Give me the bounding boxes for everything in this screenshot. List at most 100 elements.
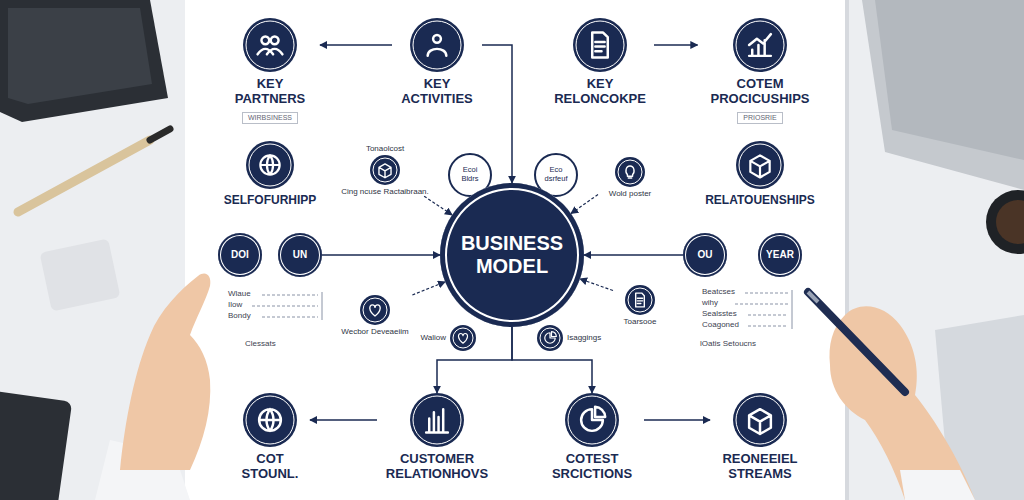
node-label: Waliow — [421, 333, 446, 342]
bulb-icon — [615, 157, 645, 187]
small-icon-node: TonaolcostCing ncuse Ractaibraan. — [333, 144, 437, 196]
box-icon — [379, 164, 391, 178]
list-rules — [792, 290, 793, 329]
node-label: Toarsooe — [624, 317, 657, 326]
pie-icon — [540, 328, 560, 348]
connector-arrow — [412, 282, 445, 295]
laptop-top-right — [862, 0, 1024, 190]
globe-icon — [246, 141, 294, 189]
heart-icon — [458, 334, 467, 344]
globe-icon — [246, 141, 294, 189]
node-label: Ecoi Bldrs — [454, 166, 486, 183]
globe-icon — [243, 393, 297, 447]
list-rules — [748, 326, 788, 327]
globe-icon — [260, 155, 279, 174]
node-sublabel: PRIOSRIE — [737, 112, 782, 124]
laptop-top-right — [875, 0, 1024, 160]
globe-icon — [259, 409, 281, 431]
connector-arrow — [310, 419, 377, 421]
box-icon — [749, 409, 771, 434]
doc-icon — [636, 293, 645, 307]
list-note: Bondy — [228, 312, 251, 321]
card-left — [40, 238, 121, 311]
bulb-icon — [618, 160, 642, 184]
bars-icon — [426, 409, 448, 432]
paper-sheet — [185, 0, 849, 500]
pie-icon — [581, 407, 605, 431]
pie-icon — [537, 325, 563, 351]
person-icon — [410, 18, 464, 72]
heart-icon — [370, 305, 380, 316]
laptop-top-right — [862, 0, 1024, 190]
node-label: REONEEIEL STREAMS — [713, 452, 808, 482]
box-icon — [373, 158, 397, 182]
list-rules — [262, 317, 318, 318]
connector-arrow — [571, 195, 598, 214]
right-hand — [808, 292, 818, 302]
node-label: Wold poster — [609, 189, 652, 198]
pill-tag: UN — [278, 233, 322, 277]
node-label: YEAR — [766, 249, 794, 261]
heart-icon — [360, 295, 390, 325]
people-icon — [246, 21, 294, 69]
connectors — [310, 45, 710, 420]
list-rules — [745, 293, 788, 294]
doc-icon — [625, 285, 655, 315]
node-label: KEY RELONCOKPE — [548, 77, 652, 107]
node-label: KEY PARTNERS — [225, 77, 315, 107]
heart-icon — [450, 325, 476, 351]
doc-icon — [576, 21, 624, 69]
node-label: DOI — [231, 249, 249, 261]
list-note: wihy — [702, 299, 718, 308]
tablet-bottom-left — [0, 390, 72, 500]
chart-icon — [749, 34, 771, 56]
heart-icon — [450, 325, 476, 351]
block-heading-node: COTEST SRCICTIONS — [540, 393, 644, 482]
globe-icon — [246, 396, 294, 444]
node-sublabel: WIRBSINESS — [242, 112, 298, 124]
node-label: UN — [293, 249, 307, 261]
tablet-bottom-left — [0, 390, 72, 500]
heart-icon — [360, 295, 390, 325]
person-icon — [428, 35, 447, 56]
heart-icon — [453, 328, 473, 348]
pie-icon — [568, 396, 616, 444]
list-rules — [322, 292, 323, 320]
block-heading-node: COTEM PROCICUSHIPS PRIOSRIE — [698, 18, 823, 124]
pill-tag: OU — [683, 233, 727, 277]
small-icon-node: Waliow — [421, 325, 476, 351]
pie-icon — [565, 393, 619, 447]
globe-icon — [249, 144, 291, 186]
laptop-top-left — [0, 0, 168, 122]
person-icon — [413, 21, 461, 69]
right-hand — [900, 470, 975, 500]
node-label: COTEST SRCICTIONS — [542, 452, 642, 482]
node-label: COTEM PROCICUSHIPS — [701, 77, 819, 107]
doc-icon — [573, 18, 627, 72]
list-note: Beatcses — [702, 288, 735, 297]
bars-icon — [410, 393, 464, 447]
node-label: BUSINESS MODEL — [453, 232, 571, 278]
pen-left — [18, 140, 150, 212]
globe-icon — [243, 393, 297, 447]
people-icon — [243, 18, 297, 72]
card-left — [40, 238, 121, 311]
node-label: KEY ACTIVITIES — [392, 77, 482, 107]
node-label: CUSTOMER RELATIONHOVS — [380, 452, 495, 482]
box-icon — [370, 155, 400, 185]
bulb-icon — [626, 166, 634, 178]
box-icon — [739, 144, 781, 186]
pen-left — [150, 129, 170, 140]
bulb-icon — [615, 157, 645, 187]
small-icon-node: Wecbor Deveaeiim — [335, 295, 415, 336]
node-sublabel: Cing ncuse Ractaibraan. — [341, 187, 429, 196]
node-label: Eco dsrfeuf — [540, 166, 572, 183]
pie-icon — [565, 393, 619, 447]
node-label: Wecbor Deveaeiim — [341, 327, 408, 336]
list-note: Wlaue — [228, 290, 251, 299]
bars-icon — [410, 393, 464, 447]
connector-arrow — [320, 44, 392, 46]
small-icon-node: Isaggings — [537, 325, 601, 351]
laptop-top-left — [0, 0, 168, 122]
